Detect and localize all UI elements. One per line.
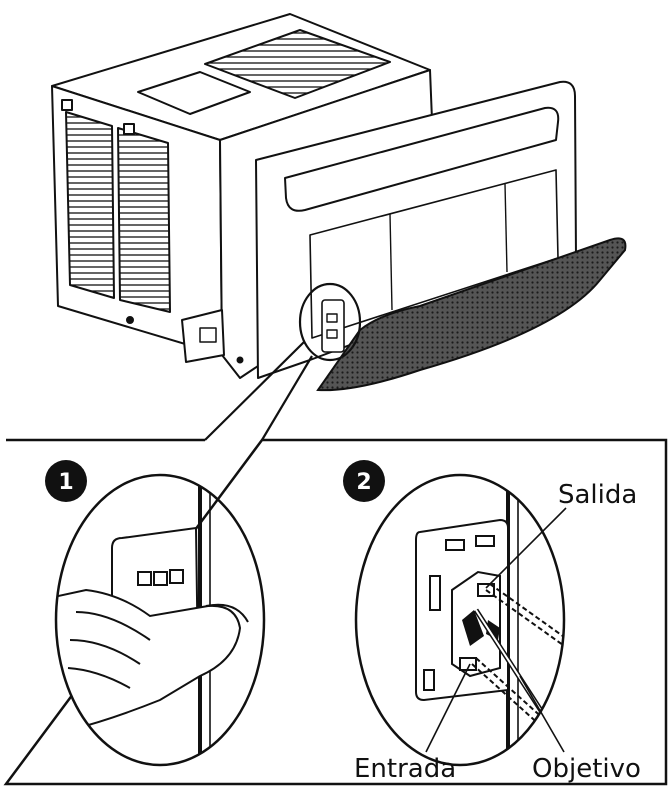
step-2-illustration — [354, 473, 566, 767]
side-tab — [61, 99, 73, 111]
svg-text:2: 2 — [356, 470, 371, 495]
label-objetivo: Objetivo — [532, 754, 641, 784]
label-entrada: Entrada — [354, 754, 456, 784]
side-vent-left — [65, 111, 115, 299]
air-conditioner-unit — [51, 13, 577, 379]
top-grille — [204, 29, 391, 99]
hand — [56, 588, 249, 764]
side-tab — [123, 123, 135, 135]
filter-mesh — [316, 237, 627, 392]
step-1-badge: 1 — [45, 460, 87, 502]
side-vent-right — [117, 127, 171, 313]
front-louver — [284, 106, 560, 212]
step-1-illustration — [54, 473, 266, 767]
step-2-badge: 2 — [343, 460, 385, 502]
svg-text:1: 1 — [58, 470, 73, 495]
leader-lines — [425, 507, 567, 753]
label-salida: Salida — [558, 480, 637, 510]
sensor-box — [321, 299, 345, 353]
zoom-circle — [298, 282, 362, 362]
top-hatch — [137, 71, 251, 115]
